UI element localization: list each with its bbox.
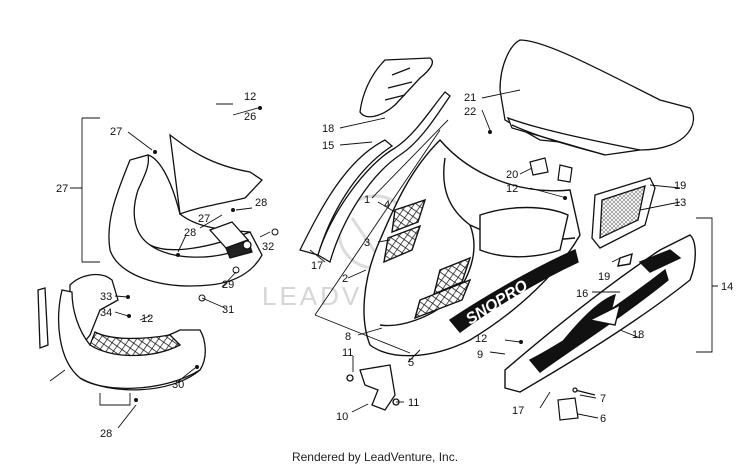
callout-18: 18	[632, 329, 644, 341]
callout-11b: 11	[408, 397, 419, 409]
side-panel	[504, 234, 696, 393]
callout-28c: 30	[172, 379, 184, 391]
callout-14: 14	[721, 281, 733, 293]
callout-22: 21	[464, 92, 476, 104]
fastener-6-7	[557, 387, 596, 421]
callout-19b: 19	[674, 180, 686, 192]
callout-23: 22	[464, 106, 476, 118]
callout-8: 8	[345, 331, 351, 343]
callout-15a: 15	[322, 140, 334, 152]
callout-28a: 28	[184, 227, 196, 239]
callout-16: 17	[311, 260, 323, 272]
callout-6: 6	[600, 413, 606, 425]
main-hood: SNOPRO	[363, 138, 581, 357]
footer-credit: Rendered by LeadVenture, Inc.	[291, 450, 459, 464]
callout-4: 4	[384, 199, 390, 211]
callout-13: 13	[674, 197, 686, 209]
callout-30: 32	[262, 241, 274, 253]
callout-19a: 18	[322, 123, 334, 135]
callout-labels: 12 26 27 27 27 28 28 32 29 31 33 34 12 3…	[56, 91, 733, 440]
callout-28b: 29	[222, 279, 234, 291]
side-trim-left	[299, 57, 451, 263]
callout-12d: 12	[506, 183, 518, 195]
leader-lines	[49, 89, 718, 429]
callout-2: 2	[342, 273, 348, 285]
callout-31: 33	[100, 291, 112, 303]
bracket-21	[529, 157, 573, 183]
callout-7: 7	[600, 393, 606, 405]
callout-27b: 28	[255, 197, 267, 209]
side-vent	[591, 177, 656, 249]
callout-27a: 27	[110, 126, 122, 138]
callout-3: 3	[364, 237, 370, 249]
callout-25: 27	[56, 183, 68, 195]
hinge-bracket	[346, 364, 400, 411]
callout-24: 26	[244, 111, 256, 123]
callout-1: 1	[364, 194, 370, 206]
nose-panel-upper	[108, 133, 264, 287]
callout-15b: 16	[576, 288, 588, 300]
callout-27c: 28	[100, 428, 112, 440]
callout-12a: 12	[244, 91, 256, 103]
callout-10: 10	[336, 411, 348, 423]
callout-5: 5	[408, 357, 414, 369]
callout-11a: 11	[342, 347, 353, 359]
callout-12b: 12	[141, 313, 153, 325]
callout-29: 31	[222, 304, 234, 316]
callout-26: 27	[198, 213, 210, 225]
belly-pan	[37, 273, 206, 391]
callout-32: 34	[100, 307, 112, 319]
windshield	[499, 39, 695, 156]
callout-20: 19	[598, 271, 610, 283]
callout-12c: 12	[475, 333, 487, 345]
callout-9: 9	[477, 349, 483, 361]
callout-21: 20	[506, 169, 518, 181]
callout-17: 17	[512, 405, 524, 417]
